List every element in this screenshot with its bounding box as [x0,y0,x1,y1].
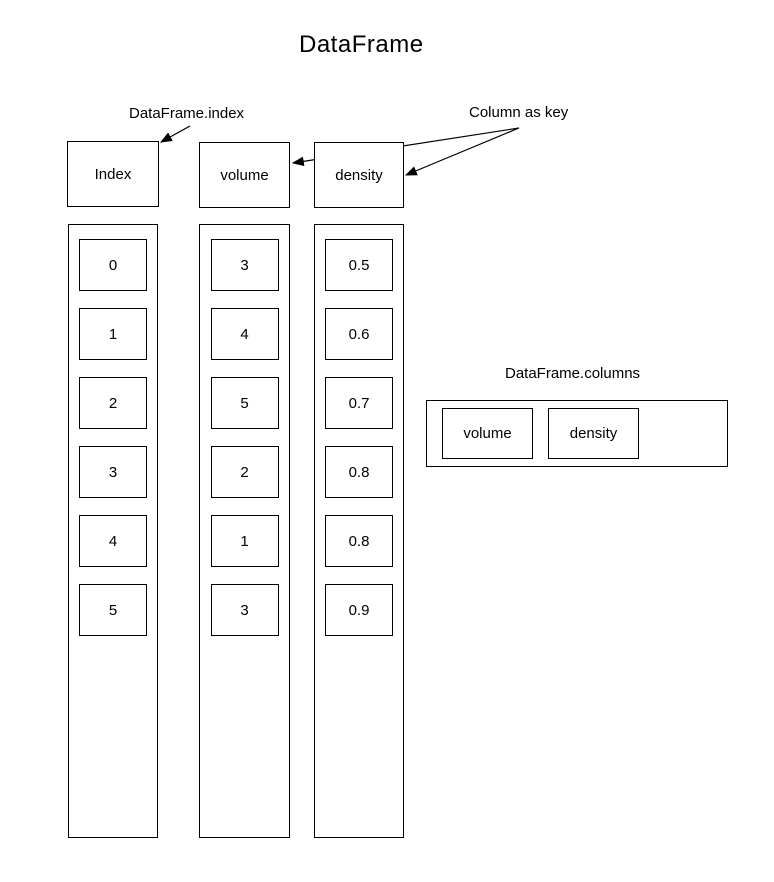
index-cell-1: 1 [79,308,147,360]
index-cell-4: 4 [79,515,147,567]
volume-header-label: volume [220,166,269,184]
index-header-label: Index [94,165,132,183]
volume-column-container: 3 4 5 2 1 3 [199,224,290,838]
density-cell-4: 0.8 [325,515,393,567]
index-cell-0: 0 [79,239,147,291]
volume-cell-0: 3 [210,239,279,291]
density-cell-1: 0.6 [325,308,393,360]
density-header-label: density [335,166,383,184]
label-dataframe-index: DataFrame.index [129,105,245,122]
volume-cell-2: 5 [210,377,279,429]
volume-cell-3: 2 [210,446,279,498]
index-cell-5: 5 [79,584,147,636]
density-cell-3: 0.8 [325,446,393,498]
volume-cell-5: 3 [210,584,279,636]
density-column-container: 0.5 0.6 0.7 0.8 0.8 0.9 [314,224,404,838]
columns-item-density: density [548,408,639,459]
volume-cell-1: 4 [210,308,279,360]
volume-cell-4: 1 [210,515,279,567]
index-cell-2: 2 [79,377,147,429]
diagram-title: DataFrame [299,31,424,58]
label-dataframe-columns: DataFrame.columns [505,365,641,382]
index-header-box: Index [67,141,159,207]
index-column-container: 0 1 2 3 4 5 [68,224,158,838]
dataframe-columns-box: volume density [426,400,728,467]
volume-header-box: volume [199,142,290,208]
columns-item-volume: volume [442,408,533,459]
arrow-dataframe-index [159,125,191,143]
density-cell-5: 0.9 [325,584,393,636]
density-cell-2: 0.7 [325,377,393,429]
density-cell-0: 0.5 [325,239,393,291]
index-cell-3: 3 [79,446,147,498]
label-column-as-key: Column as key [469,104,569,121]
density-header-box: density [314,142,404,208]
arrow-column-key-to-density [404,127,520,176]
